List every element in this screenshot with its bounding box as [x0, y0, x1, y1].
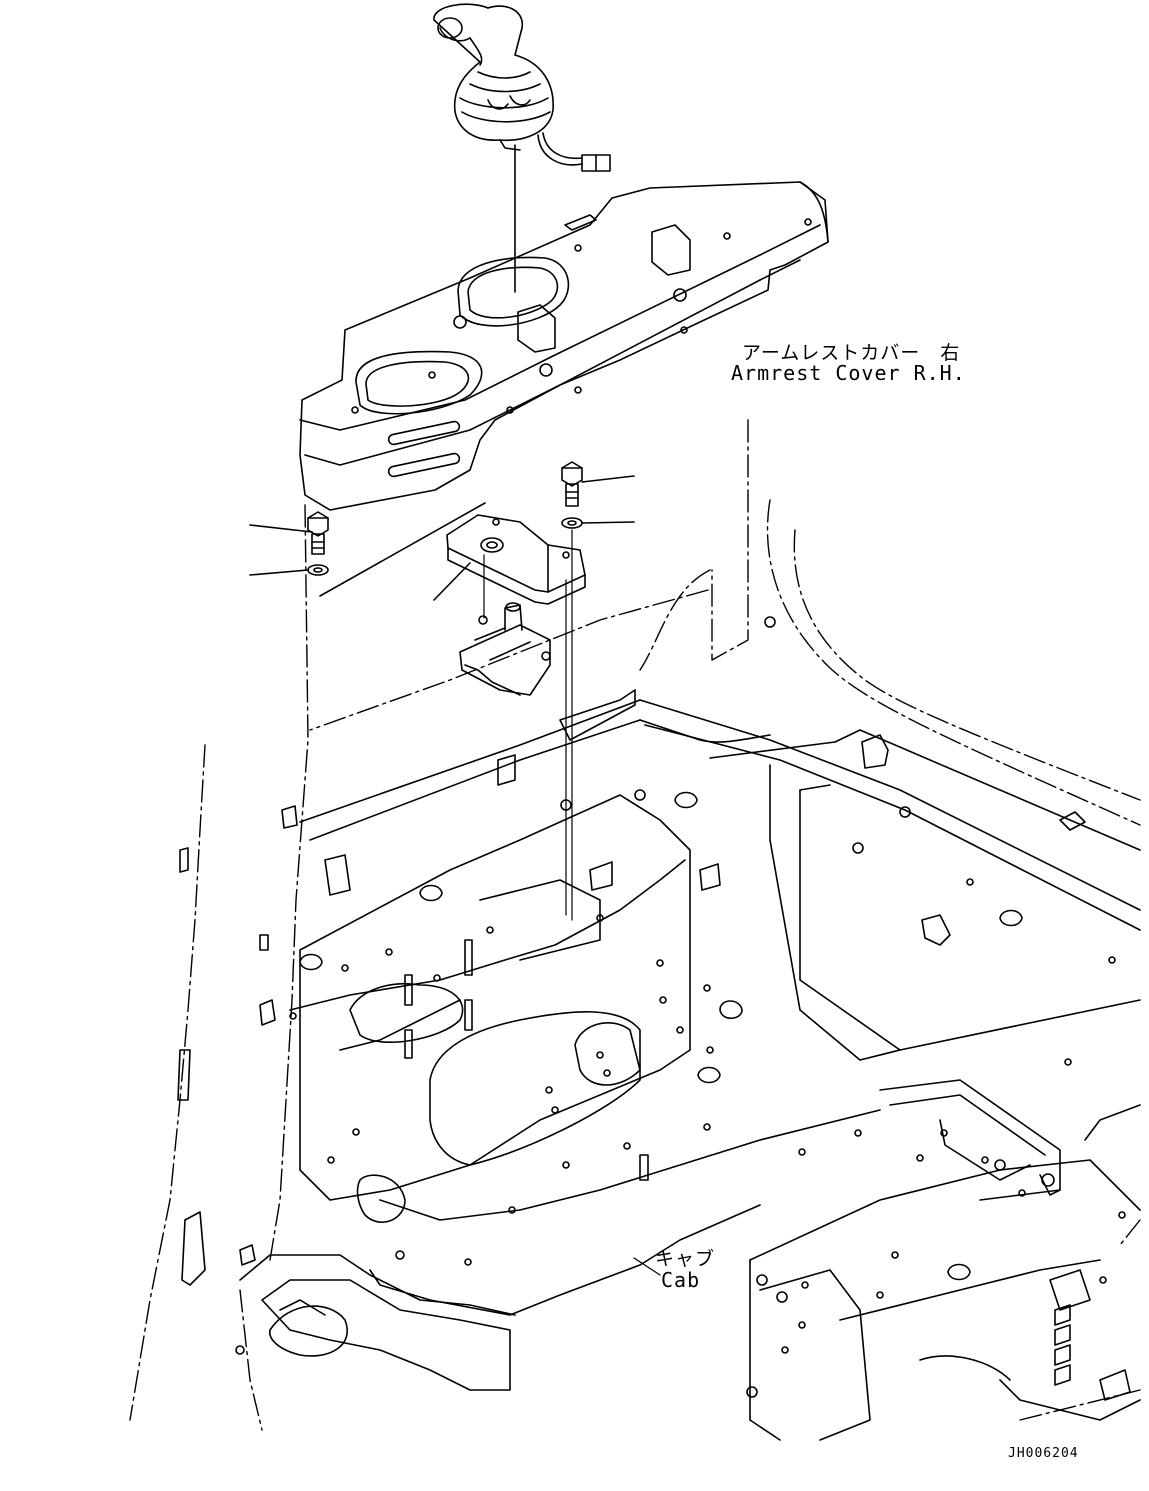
fastener-bolt-left [249, 511, 329, 576]
joystick-lever [433, 3, 611, 293]
cab-frame [177, 616, 1141, 1441]
fastener-bolt-right [561, 461, 635, 529]
armrest-cover-label-en: Armrest Cover R.H. [731, 361, 966, 385]
cab-label-jp: キャブ [655, 1248, 716, 1270]
switch-base [459, 602, 551, 696]
drawing-id: JH006204 [1008, 1446, 1079, 1461]
leader-lines [483, 529, 573, 921]
armrest-cover-label-jp: アームレストカバー 右 [742, 342, 961, 364]
cab-label-en: Cab [661, 1268, 701, 1292]
bracket [319, 502, 586, 605]
armrest-cover [299, 181, 829, 511]
cab-outline [129, 419, 1141, 1431]
annotation-leaders [633, 1257, 661, 1276]
